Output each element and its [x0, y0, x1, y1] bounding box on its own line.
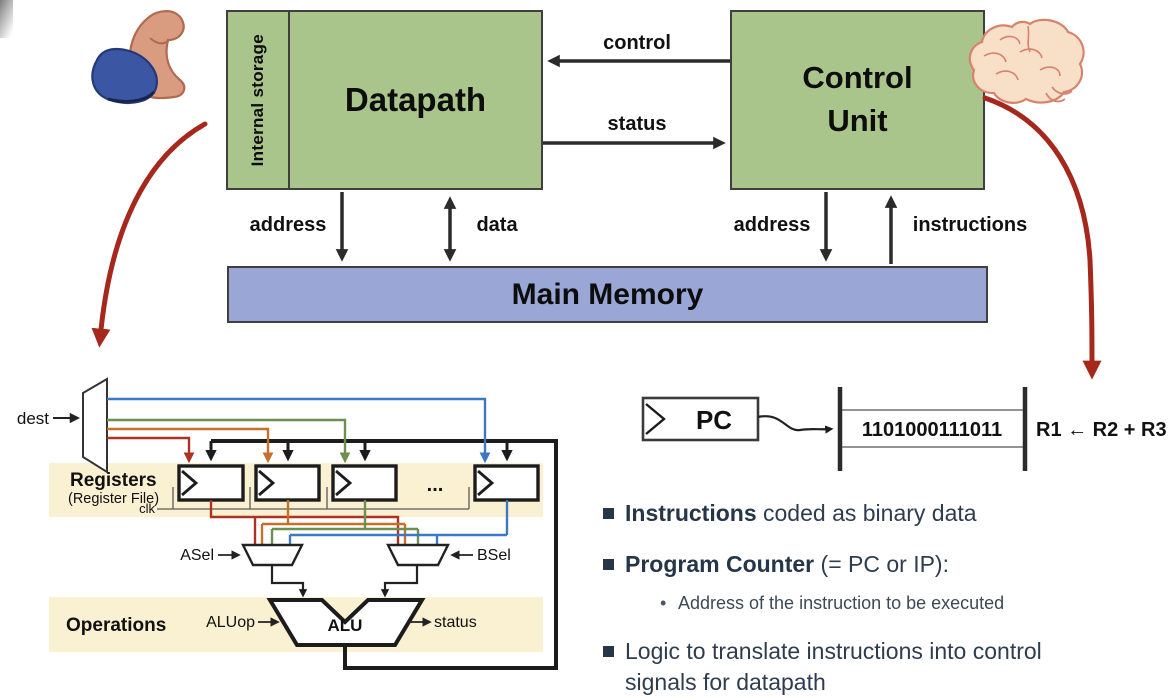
bullet-item-logic-line1: Logic to translate instructions into con… [625, 638, 1042, 664]
bsel-label: BSel [477, 547, 511, 564]
register-clock-icon [181, 469, 199, 497]
bsel-mux [386, 543, 450, 567]
operations-label: Operations [66, 615, 166, 636]
dest-mux [82, 377, 108, 474]
dest-select-wires [107, 397, 491, 464]
internal-storage-label: Internal storage [248, 33, 267, 167]
register-boxes [177, 464, 540, 502]
bullet-bold-text: Instructions [625, 500, 757, 526]
operations-band [49, 597, 543, 652]
datapath-box: Internal storage Datapath [226, 10, 543, 190]
sub-bullet-address: Address of the instruction to be execute… [678, 593, 1005, 613]
data-label: data [476, 214, 518, 236]
bullet-bold-text: Program Counter [625, 551, 815, 577]
corner-smudge [0, 0, 13, 38]
register-box [177, 464, 245, 502]
instruction-cell-lines [842, 409, 1023, 448]
flexed-biceps-icon [91, 10, 186, 105]
instructions-label: instructions [913, 214, 1027, 236]
bullet-item-logic-line2: signals for datapath [625, 669, 826, 695]
register-write-arrows [205, 441, 513, 462]
asel-mux [241, 543, 304, 567]
control-zoom-arrow [982, 95, 1102, 380]
control-unit-box: Control Unit [730, 10, 985, 190]
main-memory-box: Main Memory [227, 266, 988, 323]
registers-subtitle: (Register File) [68, 491, 159, 507]
bullet-text: (= PC or IP): [814, 551, 949, 577]
bullet-square [603, 508, 614, 519]
bullet-square [603, 559, 614, 570]
cu-address-label: address [734, 214, 811, 236]
register-read-wires [209, 500, 509, 544]
pc-fetch-arrow [757, 415, 834, 434]
dest-label: dest [17, 409, 49, 428]
registers-band [49, 463, 543, 517]
alu-feedback-loop [211, 439, 558, 670]
asel-label: ASel [180, 547, 214, 564]
register-file-diagram: Registers (Register File) clk Operations… [17, 377, 558, 670]
clk-net [157, 487, 470, 510]
registers-title: Registers [70, 470, 157, 491]
pc-register-box [641, 396, 760, 442]
register-box [331, 464, 398, 502]
instruction-memory-bars [837, 387, 1028, 471]
main-memory-label: Main Memory [511, 277, 704, 311]
instruction-binary: 1101000111011 [862, 419, 1002, 441]
bullet-item-instructions: Instructions coded as binary data [625, 500, 977, 527]
bullet-item-program-counter: Program Counter (= PC or IP): [625, 551, 949, 578]
control-label: control [603, 32, 671, 54]
alu-status-label: status [434, 614, 477, 631]
alu-shape [266, 598, 426, 647]
registers-ellipsis: ... [427, 474, 444, 496]
pc-clock-icon [645, 403, 666, 435]
datapath-address-label: address [250, 214, 327, 236]
alu-input-wires [270, 565, 419, 598]
pc-instruction-diagram: PC 1101000111011 R1 ← R2 + R3 [641, 387, 1167, 471]
bullet-square [603, 646, 614, 657]
aluop-label: ALUop [206, 614, 255, 631]
control-unit-label: Control Unit [802, 60, 913, 138]
alu-label: ALU [328, 616, 363, 635]
clk-label: clk [139, 501, 155, 516]
sub-bullet-dot: • [660, 593, 667, 613]
bullet-text: coded as binary data [756, 500, 977, 526]
datapath-label: Datapath [344, 81, 487, 118]
instruction-decoded: R1 ← R2 + R3 [1036, 419, 1167, 441]
register-box [254, 464, 321, 502]
internal-storage-strip: Internal storage [228, 12, 290, 188]
brain-icon [968, 18, 1085, 104]
register-clock-icon [477, 469, 495, 497]
pc-label: PC [696, 405, 732, 435]
register-box [473, 464, 540, 502]
register-clock-icon [335, 469, 353, 497]
register-clock-icon [258, 469, 276, 497]
datapath-zoom-arrow [91, 121, 208, 348]
status-label: status [608, 113, 667, 135]
